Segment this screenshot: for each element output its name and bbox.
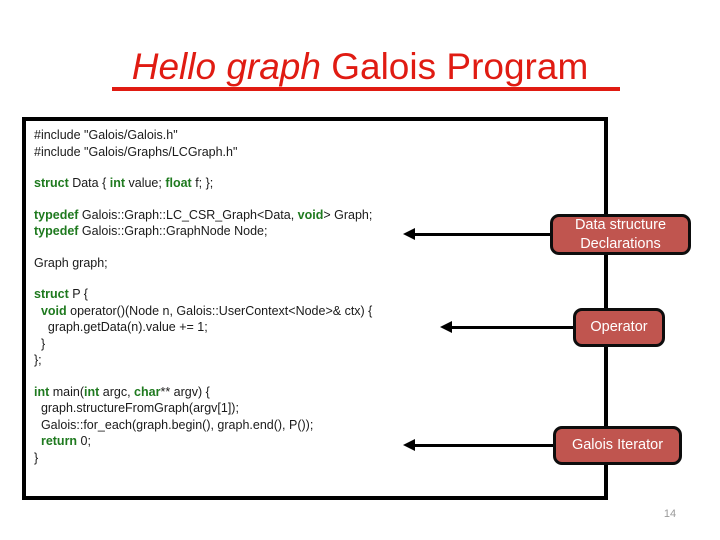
code-text: #include "Galois/Galois.h"	[34, 128, 178, 142]
code-keyword: struct	[34, 287, 69, 301]
code-text: operator()(Node n, Galois::UserContext<N…	[66, 303, 373, 318]
code-line: struct Data { int value; float f; };	[34, 175, 604, 192]
code-line: int main(int argc, char** argv) {	[34, 384, 604, 401]
code-keyword: typedef	[34, 207, 79, 222]
code-keyword: float	[165, 176, 192, 190]
code-line: typedef Galois::Graph::GraphNode Node;	[34, 223, 604, 240]
page-title: Hello graph Galois Program	[0, 46, 720, 88]
code-text: Galois::for_each(graph.begin(), graph.en…	[34, 417, 314, 432]
code-line: graph.getData(n).value += 1;	[34, 319, 604, 336]
code-text: #include "Galois/Graphs/LCGraph.h"	[34, 144, 238, 159]
page-title-rest: Galois Program	[320, 46, 589, 87]
code-text: };	[34, 353, 42, 367]
code-keyword: return	[40, 434, 78, 448]
code-keyword: struct	[34, 176, 69, 190]
code-text: > Graph;	[323, 207, 373, 222]
code-line: graph.structureFromGraph(argv[1]);	[34, 400, 604, 417]
code-keyword: typedef	[34, 224, 79, 238]
leader-line-operator	[449, 326, 575, 329]
arrow-head-left-icon-operator	[440, 321, 452, 333]
leader-line-data-structure	[412, 233, 552, 236]
code-line: #include "Galois/Galois.h"	[34, 127, 604, 144]
callout-label-operator: Operator	[590, 319, 648, 335]
arrow-head-left-icon-data-structure	[403, 228, 415, 240]
code-blank-line	[34, 240, 604, 255]
code-keyword: int	[34, 384, 50, 399]
code-text: Galois::Graph::GraphNode Node;	[78, 224, 268, 238]
code-keyword: void	[297, 207, 324, 222]
code-text: graph.getData(n).value += 1;	[34, 320, 208, 334]
code-line: Graph graph;	[34, 255, 604, 272]
code-keyword: void	[40, 303, 67, 318]
code-text	[34, 304, 41, 318]
arrow-head-left-icon-iterator	[403, 439, 415, 451]
code-line: Galois::for_each(graph.begin(), graph.en…	[34, 417, 604, 434]
callout-label-data-structure: Data structure Declarations	[574, 216, 667, 252]
code-text: value;	[125, 176, 166, 190]
code-blank-line	[34, 192, 604, 207]
page-number: 14	[663, 508, 677, 520]
source-code-listing: #include "Galois/Galois.h" #include "Galo…	[34, 127, 604, 466]
code-text	[34, 434, 41, 448]
leader-line-iterator	[412, 444, 555, 447]
code-line: #include "Galois/Graphs/LCGraph.h"	[34, 144, 604, 161]
code-text: Galois::Graph::LC_CSR_Graph<Data,	[78, 207, 298, 222]
code-line: };	[34, 352, 604, 369]
code-text: }	[34, 336, 46, 351]
code-keyword: char	[134, 384, 161, 399]
callout-operator: Operator	[573, 308, 665, 347]
code-text: graph.structureFromGraph(argv[1]);	[34, 401, 239, 415]
code-keyword: int	[109, 176, 126, 190]
code-text: main(	[49, 384, 85, 399]
callout-label-iterator: Galois Iterator	[571, 437, 664, 453]
code-keyword: int	[84, 384, 100, 399]
code-text: Graph graph;	[34, 255, 108, 270]
code-line: return 0;	[34, 433, 604, 450]
title-underline-rule	[112, 87, 620, 91]
code-blank-line	[34, 160, 604, 175]
code-line: void operator()(Node n, Galois::UserCont…	[34, 303, 604, 320]
code-text: ** argv) {	[160, 384, 210, 399]
code-blank-line	[34, 271, 604, 286]
code-text: f; };	[191, 176, 214, 190]
code-text: Data {	[68, 176, 110, 190]
callout-data-structure-declarations: Data structure Declarations	[550, 214, 691, 255]
code-text: P {	[68, 287, 88, 301]
code-line: }	[34, 450, 604, 467]
code-line: struct P {	[34, 286, 604, 303]
code-panel: #include "Galois/Galois.h" #include "Galo…	[22, 117, 608, 500]
code-text: 0;	[77, 434, 91, 448]
code-line: typedef Galois::Graph::LC_CSR_Graph<Data…	[34, 207, 604, 224]
callout-galois-iterator: Galois Iterator	[553, 426, 682, 465]
code-line: }	[34, 336, 604, 353]
code-blank-line	[34, 369, 604, 384]
code-text: argc,	[99, 384, 135, 399]
page-title-emphasis: Hello graph	[131, 46, 321, 87]
code-text: }	[34, 450, 39, 465]
